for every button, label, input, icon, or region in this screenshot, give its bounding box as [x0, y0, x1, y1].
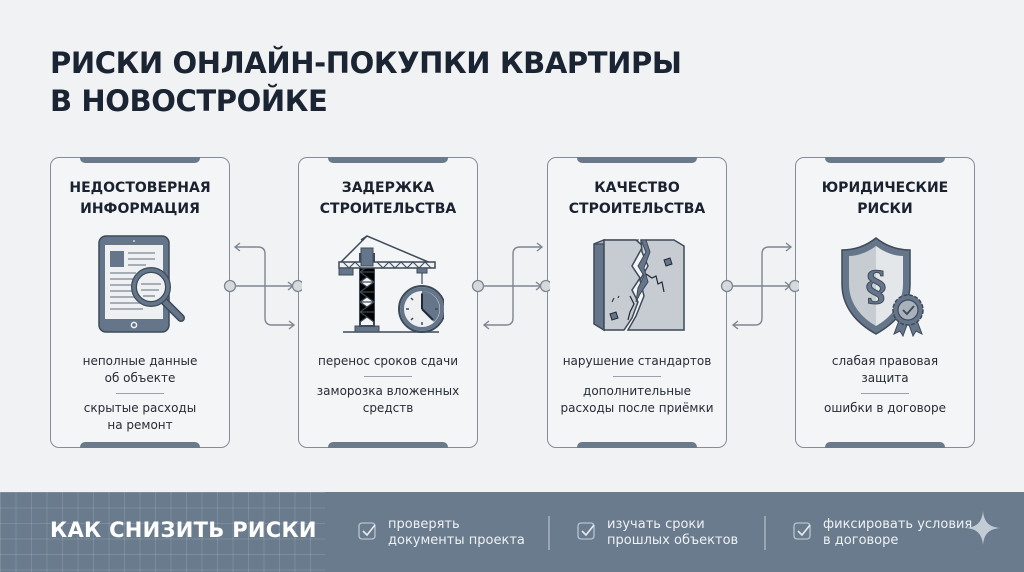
connector-arrows-3-4 — [720, 242, 799, 330]
title-line-1: РИСКИ ОНЛАЙН-ПОКУПКИ КВАРТИРЫ — [50, 46, 682, 80]
connector-arrows-2-3 — [471, 242, 550, 330]
card-tab-top — [577, 157, 697, 163]
checkbox-checked-icon — [358, 522, 376, 540]
page-title: РИСКИ ОНЛАЙН-ПОКУПКИ КВАРТИРЫ В НОВОСТРО… — [50, 44, 682, 120]
footer-divider — [548, 516, 550, 550]
risk-card-construction-quality: КАЧЕСТВО СТРОИТЕЛЬСТВА нарушение стандар… — [547, 157, 727, 448]
card-heading: НЕДОСТОВЕРНАЯ ИНФОРМАЦИЯ — [69, 180, 211, 217]
checkbox-checked-icon — [793, 522, 811, 540]
card-risk-list: слабая правовая защита ошибки в договоре — [802, 353, 968, 417]
cracked-wall-icon — [593, 238, 685, 332]
risk-card-construction-delay: ЗАДЕРЖКА СТРОИТЕЛЬСТВА перено — [298, 157, 478, 448]
card-risk-list: неполные данные об объекте скрытые расхо… — [57, 353, 223, 434]
crane-clock-icon — [338, 235, 444, 333]
title-line-2: В НОВОСТРОЙКЕ — [50, 84, 328, 118]
card-heading: ЗАДЕРЖКА СТРОИТЕЛЬСТВА — [319, 180, 457, 217]
svg-text:§: § — [866, 263, 887, 310]
card-tab-bottom — [80, 442, 200, 448]
card-tab-bottom — [328, 442, 448, 448]
risk-item: неполные данные об объекте — [82, 354, 198, 385]
footer-title: КАК СНИЗИТЬ РИСКИ — [50, 518, 317, 542]
risk-card-unreliable-info: НЕДОСТОВЕРНАЯ ИНФОРМАЦИЯ неполные данные… — [50, 157, 230, 448]
tip-check-documents: проверять документы проекта — [358, 517, 525, 549]
sparkle-icon — [966, 511, 1000, 545]
card-tab-bottom — [825, 442, 945, 448]
grid-pattern — [0, 492, 325, 572]
risk-item: перенос сроков сдачи — [318, 354, 458, 368]
tablet-magnifier-icon — [98, 235, 185, 333]
card-tab-top — [825, 157, 945, 163]
mitigation-footer: КАК СНИЗИТЬ РИСКИ проверять документы пр… — [0, 492, 1024, 572]
card-heading: КАЧЕСТВО СТРОИТЕЛЬСТВА — [568, 180, 706, 217]
risk-item: скрытые расходы на ремонт — [83, 401, 197, 432]
item-divider — [116, 393, 164, 394]
card-tab-bottom — [577, 442, 697, 448]
connector-arrows-1-2 — [223, 242, 302, 330]
risk-item: заморозка вложенных средств — [316, 384, 460, 415]
card-risk-list: нарушение стандартов дополнительные расх… — [554, 353, 720, 417]
risk-item: дополнительные расходы после приёмки — [560, 384, 714, 415]
checkbox-checked-icon — [577, 522, 595, 540]
tip-fix-contract-terms: фиксировать условия в договоре — [793, 517, 972, 549]
card-tab-top — [328, 157, 448, 163]
risk-item: слабая правовая защита — [831, 354, 939, 385]
item-divider — [613, 376, 661, 377]
risk-card-legal: ЮРИДИЧЕСКИЕ РИСКИ § слабая правовая защи… — [795, 157, 975, 448]
item-divider — [364, 376, 412, 377]
card-heading: ЮРИДИЧЕСКИЕ РИСКИ — [821, 180, 949, 217]
risk-item: ошибки в договоре — [824, 401, 946, 415]
risk-item: нарушение стандартов — [562, 354, 712, 368]
item-divider — [861, 393, 909, 394]
shield-paragraph-icon: § — [841, 237, 924, 337]
footer-divider — [764, 516, 766, 550]
card-tab-top — [80, 157, 200, 163]
card-risk-list: перенос сроков сдачи заморозка вложенных… — [305, 353, 471, 417]
tip-study-deadlines: изучать сроки прошлых объектов — [577, 517, 738, 549]
